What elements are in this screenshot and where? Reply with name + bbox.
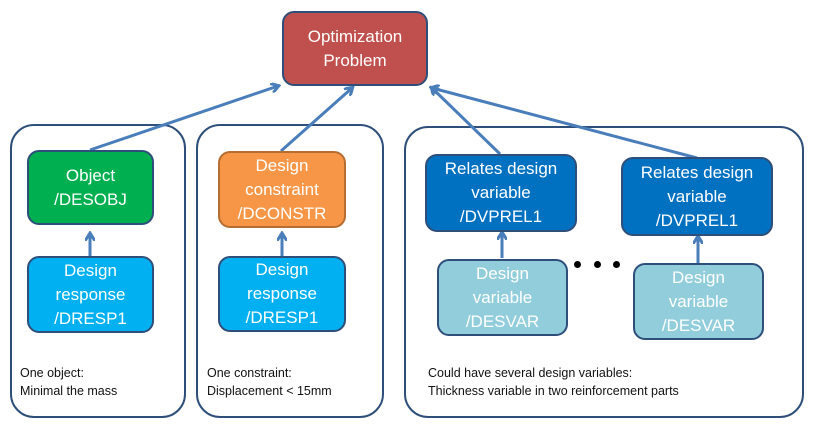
ellipsis-dot [594,261,601,268]
node-line: Relates design [444,159,558,178]
note-line: Displacement < 15mm [207,384,332,398]
note-line: Minimal the mass [20,384,118,398]
node-line: Design [672,267,725,287]
desvar-node: Design variable /DESVAR [437,259,568,336]
node-line: variable [668,291,729,311]
objective-node: Object /DESOBJ [27,150,154,225]
node-line: Design [255,155,309,175]
node-line: Problem [323,50,387,70]
constraint-note: One constraint: Displacement < 15mm [207,364,332,400]
node-line: constraint [245,179,319,199]
node-line: /DESVAR [465,311,540,331]
design-variable-note: Could have several design variables: Thi… [428,364,679,400]
node-line: Design [255,260,309,279]
optimization-problem-node: Optimization Problem [282,11,428,86]
desvar-node: Design variable /DESVAR [633,263,764,340]
ellipsis-dot [613,261,620,268]
node-line: response [247,284,317,303]
node-line: variable [667,186,727,206]
node-line: /DVPREL1 [459,207,543,226]
objective-note: One object: Minimal the mass [20,364,117,400]
node-line: /DRESP1 [245,308,319,327]
note-line: Thickness variable in two reinforcement … [428,384,679,398]
design-response-node: Design response /DRESP1 [27,256,154,333]
node-line: Object [65,165,116,185]
node-line: /DRESP1 [54,308,127,328]
node-line: variable [472,287,533,307]
node-line: response [55,284,126,304]
node-line: /DVPREL1 [655,210,739,230]
note-line: One constraint: [207,366,292,380]
node-line: /DESOBJ [54,189,127,209]
dvprel1-node: Relates design variable /DVPREL1 [621,157,773,236]
node-line: Relates design [640,162,754,182]
node-line: Optimization [307,26,403,46]
node-line: Design [64,260,117,280]
design-response-node: Design response /DRESP1 [218,256,346,332]
node-line: variable [471,183,531,202]
node-line: /DESVAR [661,315,736,335]
node-line: Design [476,263,529,283]
note-line: One object: [20,366,84,380]
dvprel1-node: Relates design variable /DVPREL1 [425,154,577,232]
ellipsis-dot [574,261,581,268]
note-line: Could have several design variables: [428,366,633,380]
design-constraint-node: Design constraint /DCONSTR [218,151,346,228]
node-line: /DCONSTR [237,203,327,223]
